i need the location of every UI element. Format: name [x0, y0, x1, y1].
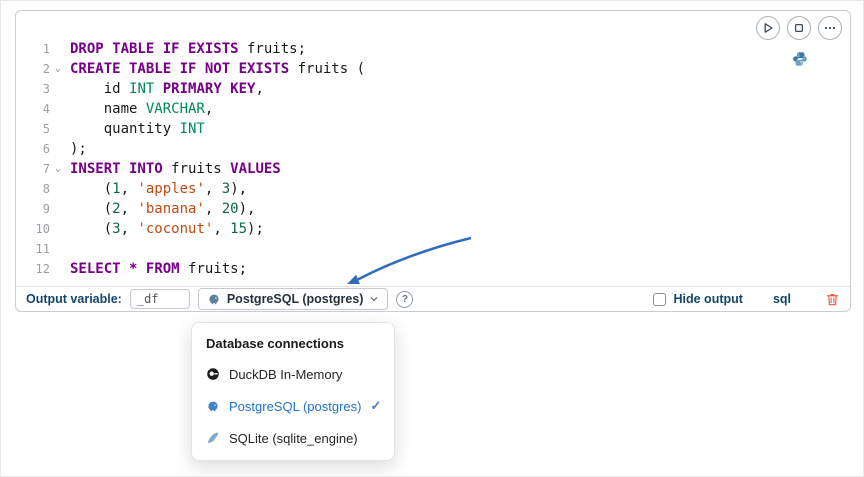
- line-number: 11: [35, 242, 50, 256]
- menu-item-label: DuckDB In-Memory: [229, 366, 343, 382]
- python-icon[interactable]: [792, 51, 808, 67]
- cell-language-label[interactable]: sql: [772, 292, 791, 306]
- code-text: );: [70, 141, 87, 157]
- code-line[interactable]: 6);: [24, 139, 810, 159]
- fold-gutter-spacer: [50, 199, 66, 219]
- code-line[interactable]: 5 quantity INT: [24, 119, 810, 139]
- code-text: CREATE TABLE IF NOT EXISTS fruits (: [70, 61, 366, 77]
- line-number: 6: [42, 142, 50, 156]
- line-number: 8: [42, 182, 50, 196]
- play-icon: [762, 22, 774, 34]
- code-text: name VARCHAR,: [70, 101, 214, 117]
- line-number: 5: [42, 122, 50, 136]
- code-text: (3, 'coconut', 15);: [70, 221, 264, 237]
- fold-gutter-spacer: [50, 139, 66, 159]
- line-number: 12: [35, 262, 50, 276]
- duckdb-icon: [206, 367, 220, 381]
- menu-item-sqlite[interactable]: SQLite (sqlite_engine): [192, 422, 394, 454]
- code-line[interactable]: 2 ⌄ CREATE TABLE IF NOT EXISTS fruits (: [24, 59, 810, 79]
- more-options-button[interactable]: [818, 16, 842, 40]
- database-connections-menu: Database connections DuckDB In-Memory Po…: [191, 322, 395, 461]
- delete-cell-button[interactable]: [825, 292, 840, 307]
- code-text: SELECT * FROM fruits;: [70, 261, 248, 277]
- fold-gutter-spacer: [50, 219, 66, 239]
- hide-output-label: Hide output: [673, 292, 743, 306]
- output-variable-label: Output variable:: [26, 292, 122, 306]
- line-number: 3: [42, 82, 50, 96]
- line-number: 7: [42, 162, 50, 176]
- hide-output-checkbox[interactable]: [652, 292, 666, 306]
- trash-icon: [826, 293, 839, 305]
- ellipsis-icon: [823, 22, 837, 34]
- stop-icon: [793, 22, 805, 34]
- code-line[interactable]: 4 name VARCHAR,: [24, 99, 810, 119]
- menu-item-label: PostgreSQL (postgres): [229, 398, 362, 414]
- fold-gutter-spacer: [50, 239, 66, 259]
- postgresql-icon: [206, 399, 220, 413]
- code-text: (2, 'banana', 20),: [70, 201, 256, 217]
- chevron-down-icon: [369, 294, 379, 304]
- line-number: 2: [42, 62, 50, 76]
- line-number: 1: [42, 42, 50, 56]
- code-text: id INT PRIMARY KEY,: [70, 81, 264, 97]
- checkmark-icon: ✓: [370, 398, 382, 413]
- output-variable-input[interactable]: [129, 289, 190, 309]
- sqlite-icon: [206, 431, 220, 445]
- fold-gutter-spacer: [50, 79, 66, 99]
- cell-footer: Output variable: PostgreSQL (postgres) ?…: [16, 286, 850, 311]
- code-line[interactable]: 1 DROP TABLE IF EXISTS fruits;: [24, 39, 810, 59]
- fold-gutter-spacer: [50, 99, 66, 119]
- code-line[interactable]: 10 (3, 'coconut', 15);: [24, 219, 810, 239]
- code-text: DROP TABLE IF EXISTS fruits;: [70, 41, 307, 57]
- fold-gutter-spacer: [50, 119, 66, 139]
- code-text: quantity INT: [70, 121, 205, 137]
- code-line[interactable]: 8 (1, 'apples', 3),: [24, 179, 810, 199]
- fold-gutter-spacer: [50, 39, 66, 59]
- fold-toggle-icon[interactable]: ⌄: [54, 163, 62, 174]
- fold-gutter-spacer: [50, 179, 66, 199]
- line-number: 4: [42, 102, 50, 116]
- help-icon[interactable]: ?: [396, 290, 414, 308]
- fold-gutter-spacer: [50, 259, 66, 279]
- code-line[interactable]: 12 SELECT * FROM fruits;: [24, 259, 810, 279]
- line-number: 9: [42, 202, 50, 216]
- menu-item-postgresql[interactable]: PostgreSQL (postgres) ✓: [192, 390, 394, 422]
- code-line[interactable]: 7 ⌄ INSERT INTO fruits VALUES: [24, 159, 810, 179]
- code-line[interactable]: 3 id INT PRIMARY KEY,: [24, 79, 810, 99]
- fold-toggle-icon[interactable]: ⌄: [54, 63, 62, 74]
- stop-cell-button[interactable]: [787, 16, 811, 40]
- cell-actions: [756, 16, 842, 40]
- sql-cell: 1 DROP TABLE IF EXISTS fruits; 2 ⌄ CREATE TA…: [15, 10, 851, 312]
- connection-label: PostgreSQL (postgres): [226, 292, 364, 306]
- postgresql-icon: [207, 292, 221, 306]
- code-text: [66, 239, 70, 259]
- connection-dropdown-button[interactable]: PostgreSQL (postgres): [197, 288, 389, 310]
- menu-title: Database connections: [206, 336, 344, 351]
- run-cell-button[interactable]: [756, 16, 780, 40]
- line-number: 10: [35, 222, 50, 236]
- menu-item-duckdb[interactable]: DuckDB In-Memory: [192, 358, 394, 390]
- code-text: (1, 'apples', 3),: [70, 181, 248, 197]
- code-line[interactable]: 11: [24, 239, 810, 259]
- code-text: INSERT INTO fruits VALUES: [70, 161, 281, 177]
- menu-item-label: SQLite (sqlite_engine): [229, 430, 358, 446]
- code-line[interactable]: 9 (2, 'banana', 20),: [24, 199, 810, 219]
- editor-lines[interactable]: 1 DROP TABLE IF EXISTS fruits; 2 ⌄ CREATE TA…: [24, 39, 810, 279]
